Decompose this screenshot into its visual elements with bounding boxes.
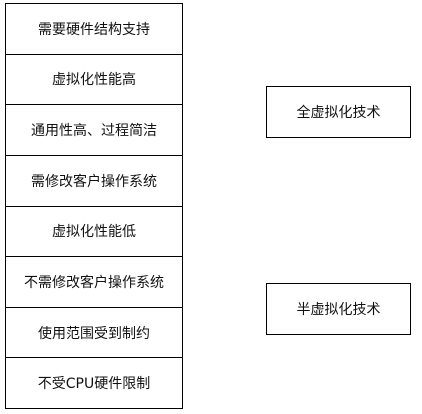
feature-item-high-performance: 虚拟化性能高 [6, 55, 182, 106]
feature-item-low-performance: 虚拟化性能低 [6, 207, 182, 258]
feature-list: 需要硬件结构支持 虚拟化性能高 通用性高、过程简洁 需修改客户操作系统 虚拟化性… [5, 3, 183, 409]
para-virtualization-box: 半虚拟化技术 [266, 283, 411, 335]
feature-item-hardware-support: 需要硬件结构支持 [6, 4, 182, 55]
feature-item-limited-scope: 使用范围受到制约 [6, 308, 182, 359]
feature-item-high-generality: 通用性高、过程简洁 [6, 105, 182, 156]
feature-item-no-cpu-limit: 不受CPU硬件限制 [37, 376, 151, 393]
full-virtualization-box: 全虚拟化技术 [266, 86, 411, 138]
feature-item-no-modify-guest-os: 不需修改客户操作系统 [6, 257, 182, 308]
feature-item-modify-guest-os: 需修改客户操作系统 [6, 156, 182, 207]
